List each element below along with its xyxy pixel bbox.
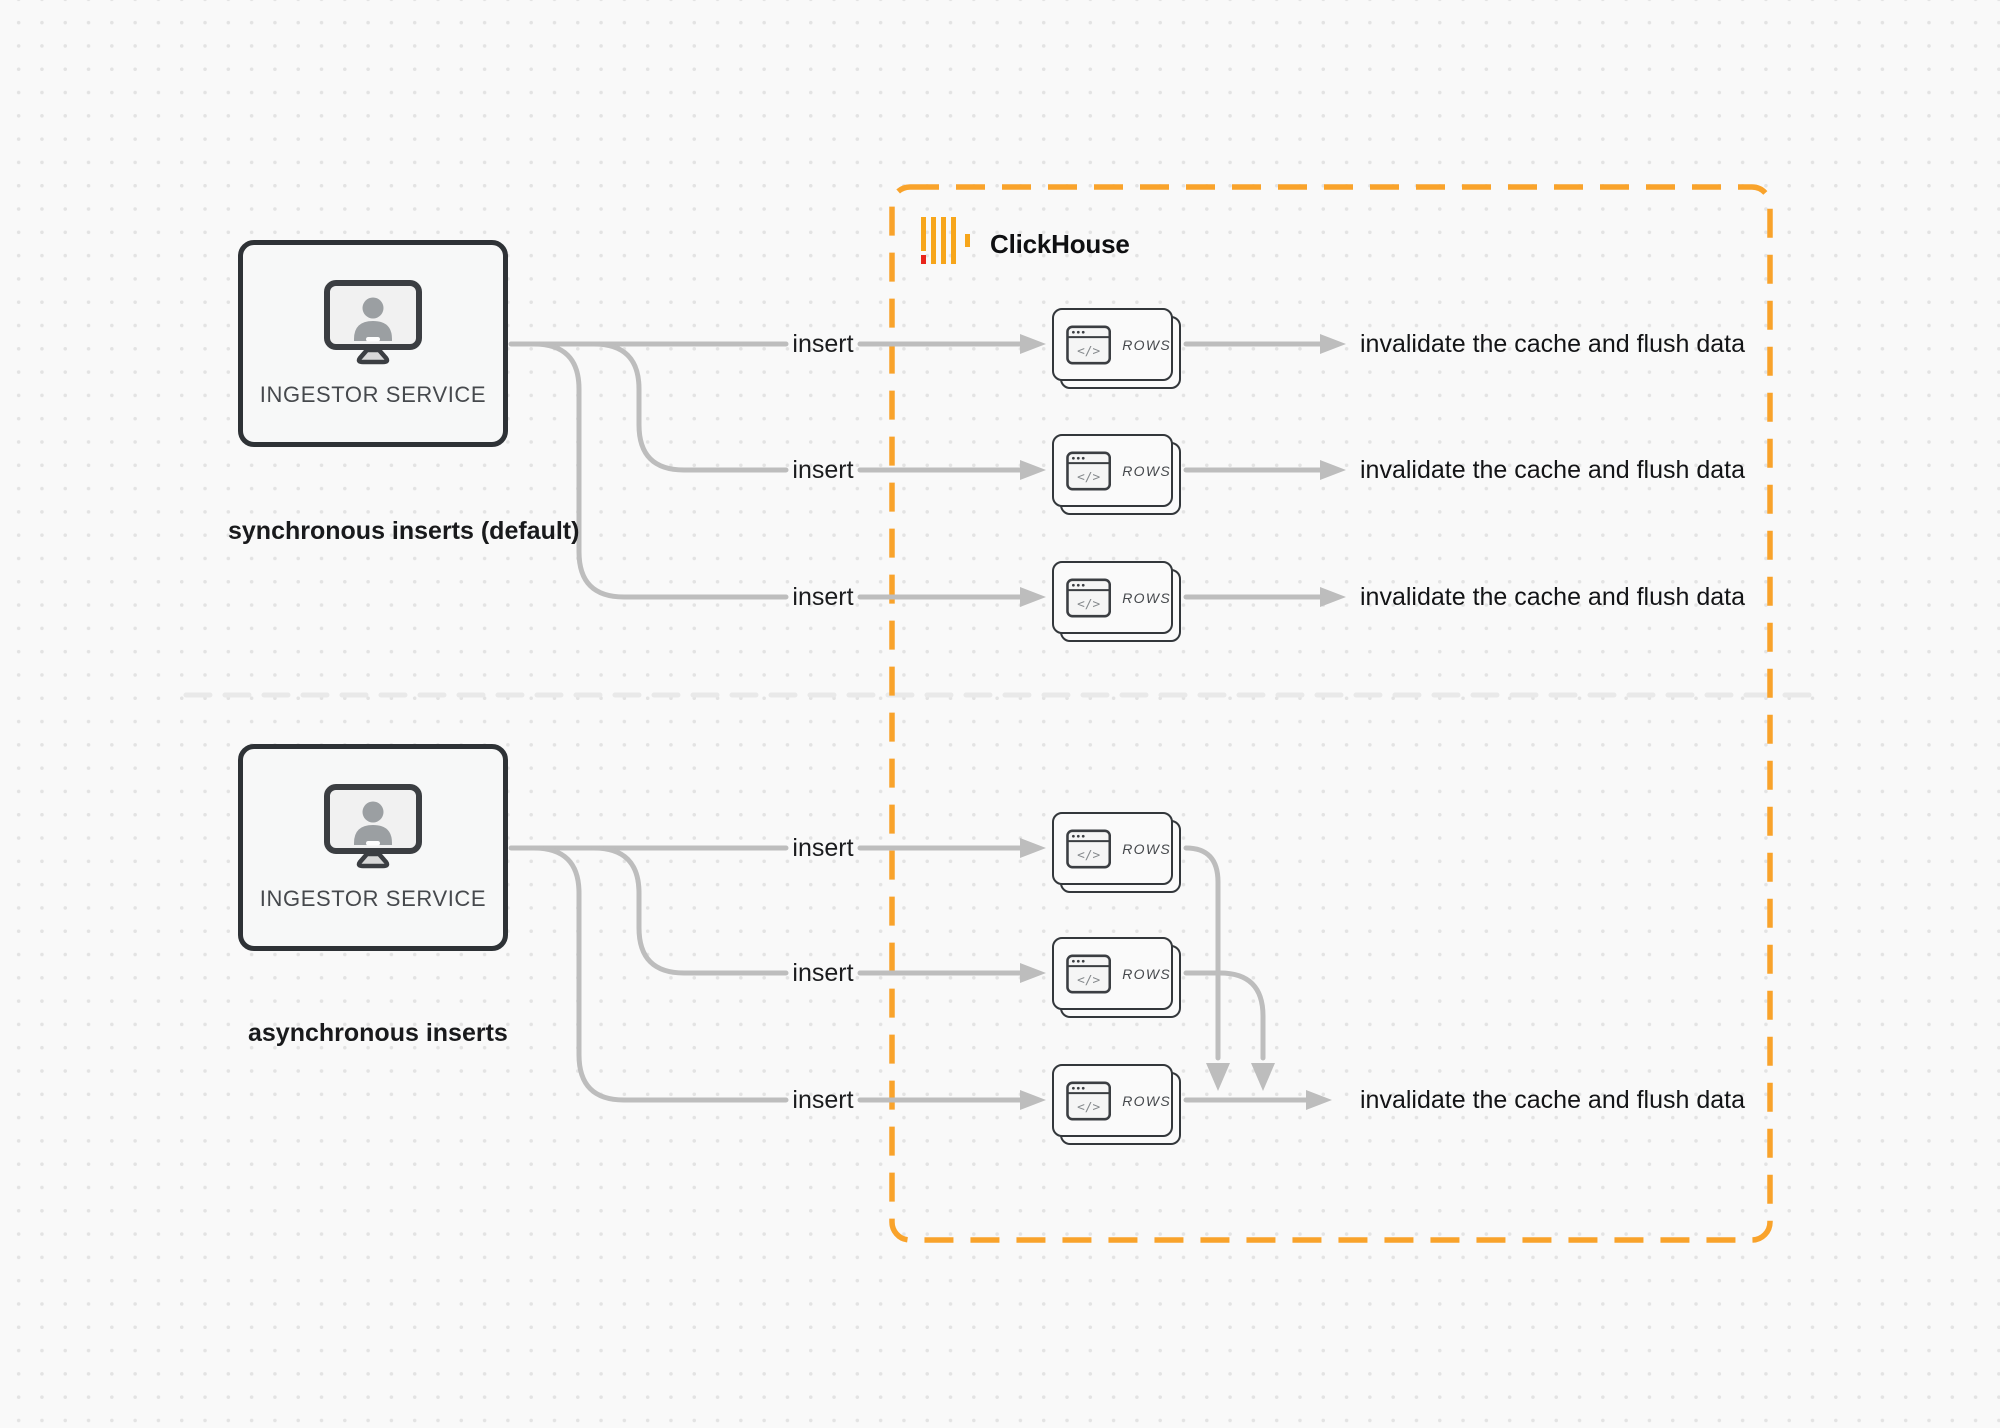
card-stack-front: </> ROWS [1052, 434, 1173, 507]
ingestor-service-label: INGESTOR SERVICE [259, 382, 487, 407]
rows-label: ROWS [1122, 965, 1171, 982]
arrowhead-right-icon [1020, 460, 1046, 480]
insert-label: insert [792, 959, 854, 987]
connector-line [531, 845, 789, 1103]
synchronous-section-title: synchronous inserts (default) [228, 517, 580, 545]
rows-label: ROWS [1122, 840, 1171, 857]
invalidate-label: invalidate the cache and flush data [1360, 583, 1745, 611]
card-stack-front: </> ROWS [1052, 1064, 1173, 1137]
code-window-icon: </> [1066, 954, 1112, 993]
arrowhead-right-icon [1320, 460, 1346, 480]
rows-table-card: </> ROWS [1052, 812, 1181, 893]
connector-line [1183, 970, 1266, 1061]
rows-table-card: </> ROWS [1052, 561, 1181, 642]
code-glyph: </> [1077, 847, 1100, 862]
arrowhead-right-icon [1020, 963, 1046, 983]
code-glyph: </> [1077, 972, 1100, 987]
arrowhead-right-icon [1020, 334, 1046, 354]
code-glyph: </> [1077, 1099, 1100, 1114]
ingestor-service-node-sync: INGESTOR SERVICE [238, 240, 508, 447]
arrowheads [1020, 334, 1346, 1110]
insert-label: insert [792, 1086, 854, 1114]
clickhouse-logo-icon [921, 217, 970, 264]
rows-label: ROWS [1122, 462, 1171, 479]
invalidate-label: invalidate the cache and flush data [1360, 330, 1745, 358]
arrowhead-right-icon [1020, 838, 1046, 858]
connector-line [1183, 845, 1221, 1061]
insert-label: insert [792, 834, 854, 862]
invalidate-label: invalidate the cache and flush data [1360, 1086, 1745, 1114]
clickhouse-label: ClickHouse [990, 229, 1130, 259]
rows-table-card: </> ROWS [1052, 937, 1181, 1018]
insert-label: insert [792, 456, 854, 484]
rows-label: ROWS [1122, 1092, 1171, 1109]
rows-label: ROWS [1122, 336, 1171, 353]
code-window-icon: </> [1066, 451, 1112, 490]
code-glyph: </> [1077, 469, 1100, 484]
clickhouse-boundary-box [889, 184, 1773, 1243]
code-glyph: </> [1077, 596, 1100, 611]
ingestor-service-node-async: INGESTOR SERVICE [238, 744, 508, 951]
code-window-icon: </> [1066, 1081, 1112, 1120]
rows-table-card: </> ROWS [1052, 434, 1181, 515]
connector-line [591, 341, 789, 473]
arrowhead-down-icon [1206, 1063, 1230, 1091]
arrowhead-right-icon [1020, 1090, 1046, 1110]
code-window-icon: </> [1066, 325, 1112, 364]
invalidate-label: invalidate the cache and flush data [1360, 456, 1745, 484]
arrowhead-right-icon [1306, 1090, 1332, 1110]
connector-line [591, 845, 789, 976]
insert-label: insert [792, 583, 854, 611]
code-window-icon: </> [1066, 578, 1112, 617]
monitor-user-icon [324, 280, 422, 365]
rows-label: ROWS [1122, 589, 1171, 606]
card-stack-front: </> ROWS [1052, 812, 1173, 885]
card-stack-front: </> ROWS [1052, 308, 1173, 381]
arrowhead-right-icon [1320, 334, 1346, 354]
arrowhead-down-icon [1251, 1063, 1275, 1091]
connector-line [531, 341, 789, 600]
rows-table-card: </> ROWS [1052, 1064, 1181, 1145]
ingestor-service-label: INGESTOR SERVICE [259, 886, 487, 911]
code-window-icon: </> [1066, 829, 1112, 868]
rows-table-card: </> ROWS [1052, 308, 1181, 389]
connector-lines [508, 341, 1325, 1103]
arrowhead-right-icon [1020, 587, 1046, 607]
arrowhead-right-icon [1320, 587, 1346, 607]
code-glyph: </> [1077, 343, 1100, 358]
card-stack-front: </> ROWS [1052, 561, 1173, 634]
insert-label: insert [792, 330, 854, 358]
card-stack-front: </> ROWS [1052, 937, 1173, 1010]
asynchronous-section-title: asynchronous inserts [248, 1019, 508, 1047]
monitor-user-icon [324, 784, 422, 869]
